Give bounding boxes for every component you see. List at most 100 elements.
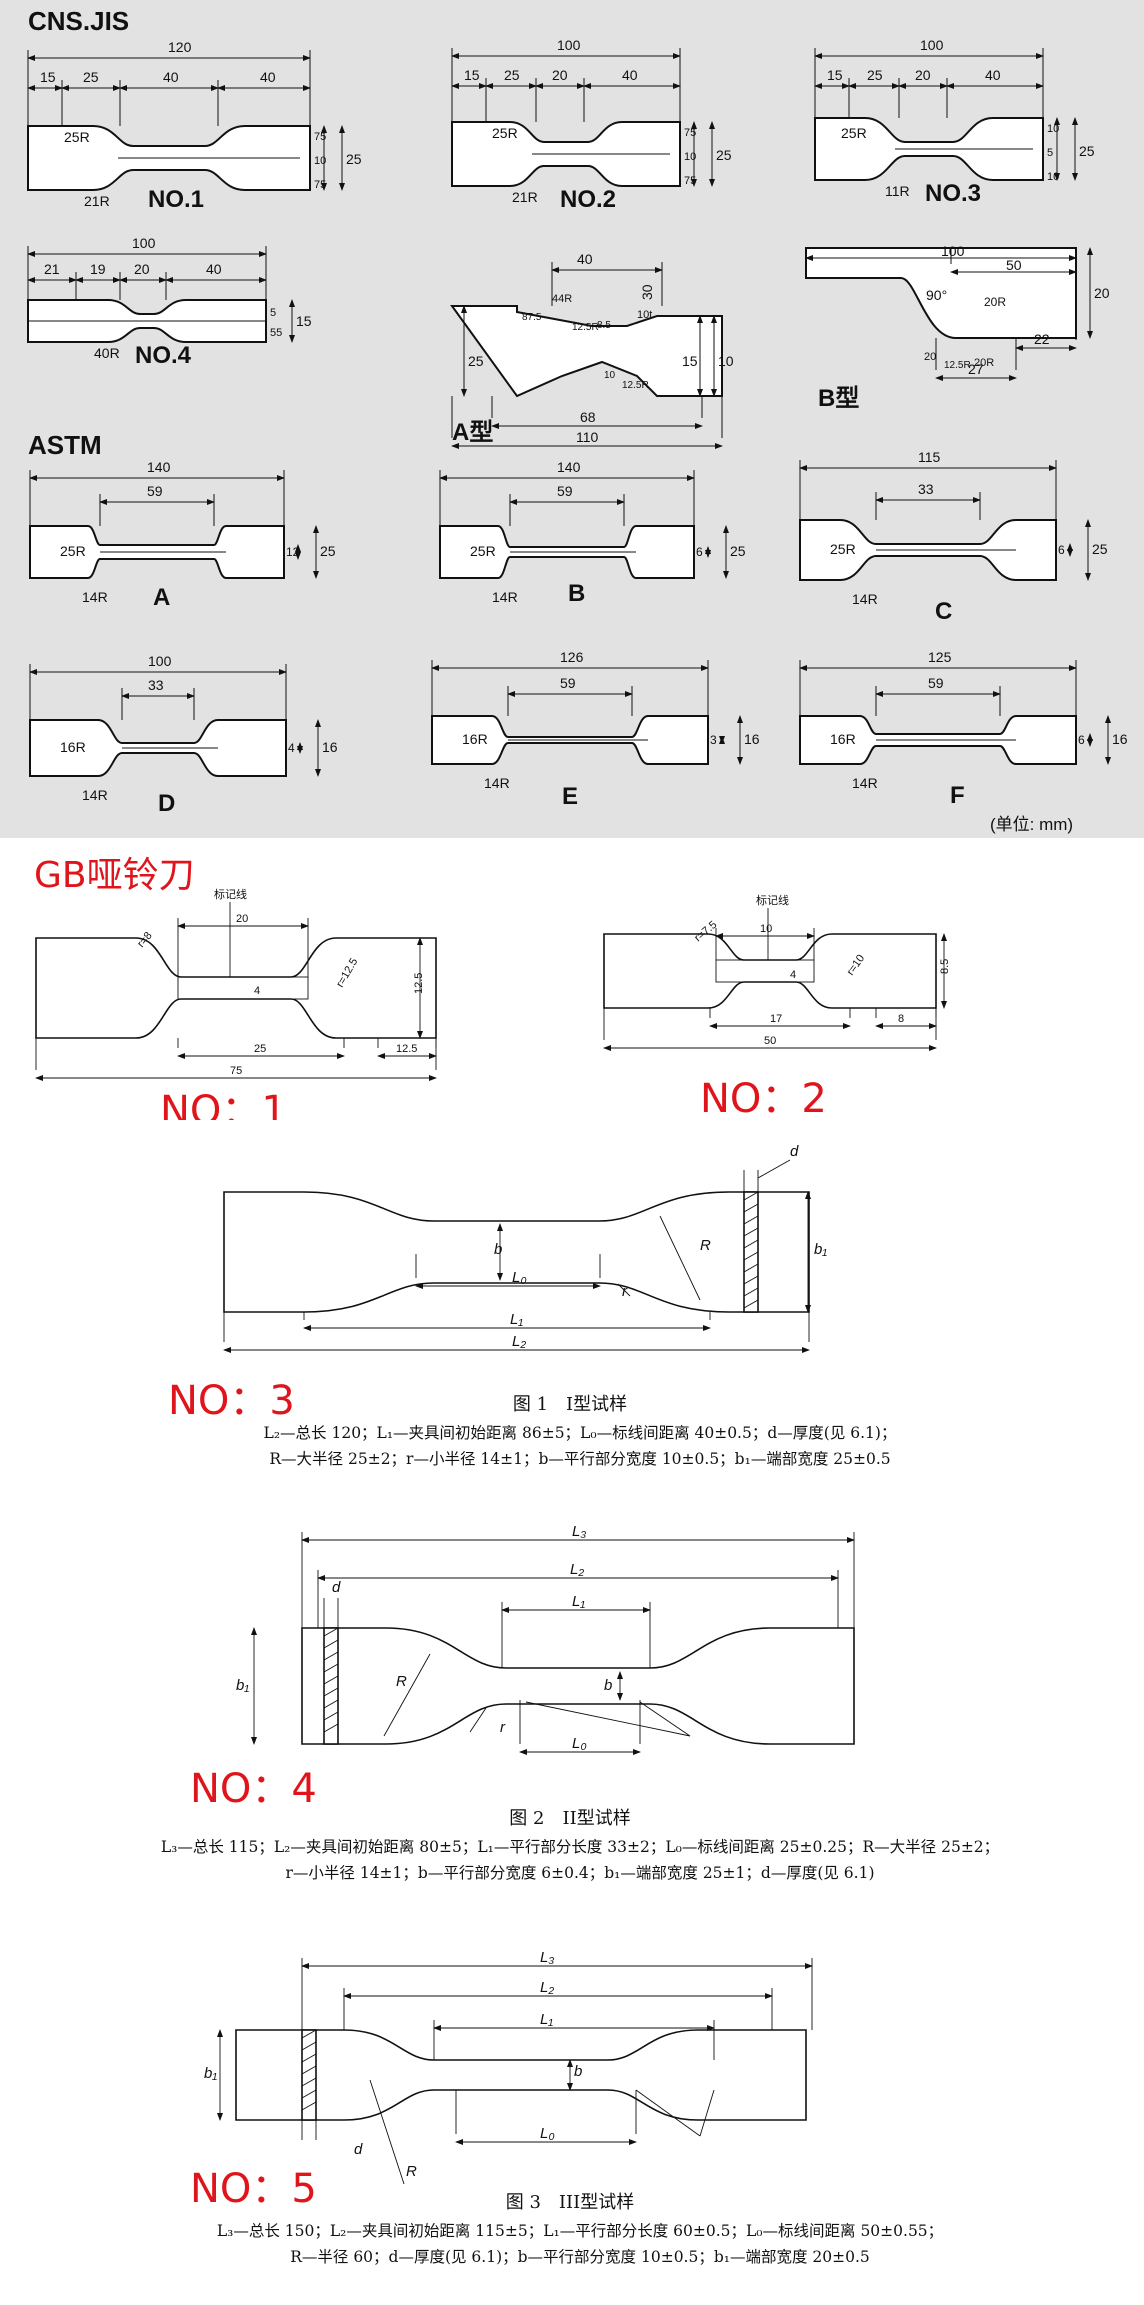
hatch-line: [323, 1675, 339, 1685]
symbol-b: b: [574, 2063, 582, 2080]
dimension-label: 44R: [552, 293, 572, 305]
dimension-label: 59: [928, 675, 944, 691]
specimen-outline: [603, 933, 937, 1009]
dimension-label: 59: [557, 483, 573, 499]
dimension-label: 140: [557, 459, 581, 475]
leader-line: [757, 1159, 791, 1179]
hatch-line: [323, 1711, 339, 1721]
dimension-label: 12.5R: [622, 380, 649, 391]
dimension-label: 22: [1034, 331, 1050, 347]
no5-label: NO：5: [190, 2166, 317, 2212]
dimension-label: 16R: [830, 731, 856, 747]
dimension-label: 14R: [484, 775, 510, 791]
symbol-R: R: [396, 1673, 407, 1690]
dimension-label: 16R: [60, 739, 86, 755]
hatch-line: [743, 1239, 759, 1249]
dimension-label: 6: [1058, 543, 1065, 557]
hatch-line: [323, 1651, 339, 1661]
dimension-label: 14R: [852, 591, 878, 607]
dimension-label: 27: [968, 361, 984, 377]
specimen-label-no3: NO.3: [925, 180, 982, 207]
dimension-label: 40: [577, 251, 593, 267]
cns-title: CNS.JIS: [28, 6, 130, 36]
dimension-label: 25: [1079, 143, 1095, 159]
leader-line: [525, 1701, 691, 1737]
symbol-L0: L₀: [540, 2125, 555, 2142]
symbol-L2: L₂: [512, 1333, 526, 1350]
hatch-line: [323, 1699, 339, 1709]
hatch-line: [743, 1287, 759, 1297]
mark-label: 标记线: [214, 887, 247, 901]
specimen-outline: [450, 305, 723, 398]
symbol-b1: b₁: [204, 2065, 217, 2082]
dimension-label: 75: [230, 1065, 242, 1077]
dimension-label: 25: [254, 1043, 266, 1055]
hatch-line: [323, 1639, 339, 1649]
symbol-L0: L₀: [512, 1269, 527, 1286]
unit-label: (单位: mm): [990, 815, 1074, 834]
dimension-label: 25R: [64, 129, 90, 145]
symbol-d: d: [354, 2141, 363, 2158]
dimension-label: 3: [710, 733, 717, 747]
gauge-mark-box: [177, 976, 309, 1000]
dimension-label: 75: [314, 131, 326, 143]
dimension-label: 100: [132, 235, 156, 251]
dimension-label: 14R: [492, 589, 518, 605]
specimen-outline: [35, 937, 437, 1039]
specimen-label-no4: NO.4: [135, 342, 192, 369]
no4-legend-line: r—小半径 14±1；b—平行部分宽度 6±0.4；b₁—端部宽度 25±1；d…: [285, 1864, 875, 1882]
leader-line: [635, 2089, 701, 2137]
dimension-label: 20: [924, 351, 936, 363]
dimension-label: 8.5: [939, 959, 951, 974]
grip-hatch: [301, 2029, 317, 2121]
no3-caption: 图 1 I型试样: [512, 1394, 628, 1415]
leader-line: [617, 1283, 631, 1297]
dimension-label: 115: [918, 449, 941, 465]
no3-legend: L₂—总长 120；L₁—夹具间初始距离 86±5；L₀—标线间距离 40±0.…: [110, 1420, 1050, 1472]
astm-label-d: D: [158, 790, 176, 817]
gauge-mark-box: [715, 959, 815, 983]
symbol-b: b: [494, 1241, 502, 1258]
dimension-label: 12.5: [413, 973, 425, 994]
dimension-label: 6: [1078, 733, 1085, 747]
dimension-label: 25R: [830, 541, 856, 557]
symbol-L1: L₁: [540, 2011, 553, 2028]
dimension-label: 20: [915, 67, 931, 83]
dimension-label: 40: [163, 69, 179, 85]
dimension-label: 12.5R: [572, 322, 599, 333]
hatch-line: [743, 1263, 759, 1273]
dimension-label: 20: [236, 913, 248, 925]
no4-caption: 图 2 II型试样: [509, 1808, 631, 1829]
no4-legend: L₃—总长 115；L₂—夹具间初始距离 80±5；L₁—平行部分长度 33±2…: [80, 1834, 1080, 1886]
dimension-label: 100: [557, 37, 581, 53]
symbol-L2: L₂: [570, 1561, 584, 1578]
dimension-label: 4: [288, 741, 295, 755]
no5-legend-line: L₃—总长 150；L₂—夹具间初始距离 115±5；L₁—平行部分长度 60±…: [216, 2222, 944, 2240]
dimension-label: 25: [716, 147, 732, 163]
hatch-line: [323, 1663, 339, 1673]
dimension-label: 16: [744, 731, 760, 747]
no5-legend-line: R—半径 60；d—厚度(见 6.1)；b—平行部分宽度 10±0.5；b₁—端…: [290, 2248, 870, 2266]
dimension-label: 19: [90, 261, 106, 277]
dimension-label: 68: [580, 409, 596, 425]
dimension-label: 15: [682, 353, 698, 369]
dimension-label: 16R: [462, 731, 488, 747]
hatch-line: [743, 1191, 759, 1201]
dimension-label: 8.5: [597, 320, 611, 331]
grip-hatch: [323, 1627, 339, 1745]
astm-title: ASTM: [28, 430, 102, 460]
dimension-label: 10: [314, 155, 326, 167]
dimension-label: 14R: [852, 775, 878, 791]
leader-line: [639, 1701, 691, 1737]
dimension-label: 15: [296, 313, 312, 329]
dimension-label: 125: [928, 649, 952, 665]
astm-label-b: B: [568, 580, 586, 607]
hatch-line: [743, 1275, 759, 1285]
specimen-outline: [235, 2029, 807, 2121]
